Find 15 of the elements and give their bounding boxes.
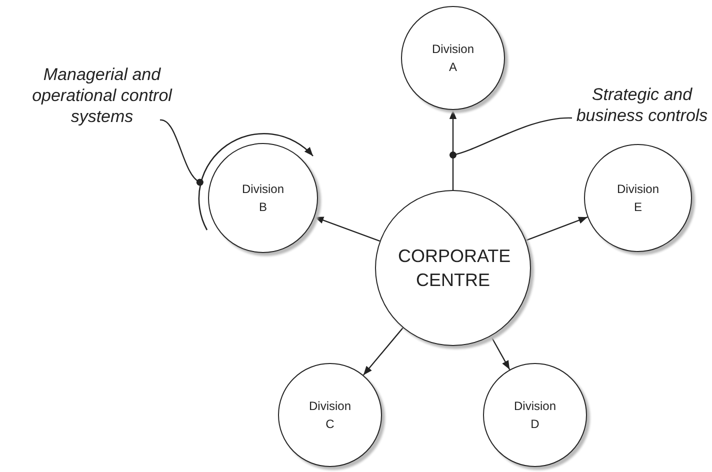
leader-line bbox=[160, 119, 204, 186]
annotation-text: Strategic and business controls bbox=[575, 84, 709, 126]
node-label: Division A bbox=[430, 41, 475, 76]
node-label: Division B bbox=[240, 181, 285, 216]
arrow bbox=[362, 327, 404, 376]
node-label: Division C bbox=[308, 398, 352, 433]
leader-line bbox=[450, 117, 572, 158]
annotation-text: Managerial and operational control systems bbox=[31, 64, 174, 126]
arrow bbox=[526, 216, 588, 241]
node-label: Division E bbox=[616, 181, 660, 216]
node-label: CORPORATE CENTRE bbox=[398, 245, 508, 292]
node-label: Division D bbox=[512, 398, 557, 433]
arrow bbox=[490, 336, 510, 370]
arrow bbox=[449, 110, 457, 190]
arrow bbox=[314, 216, 380, 242]
